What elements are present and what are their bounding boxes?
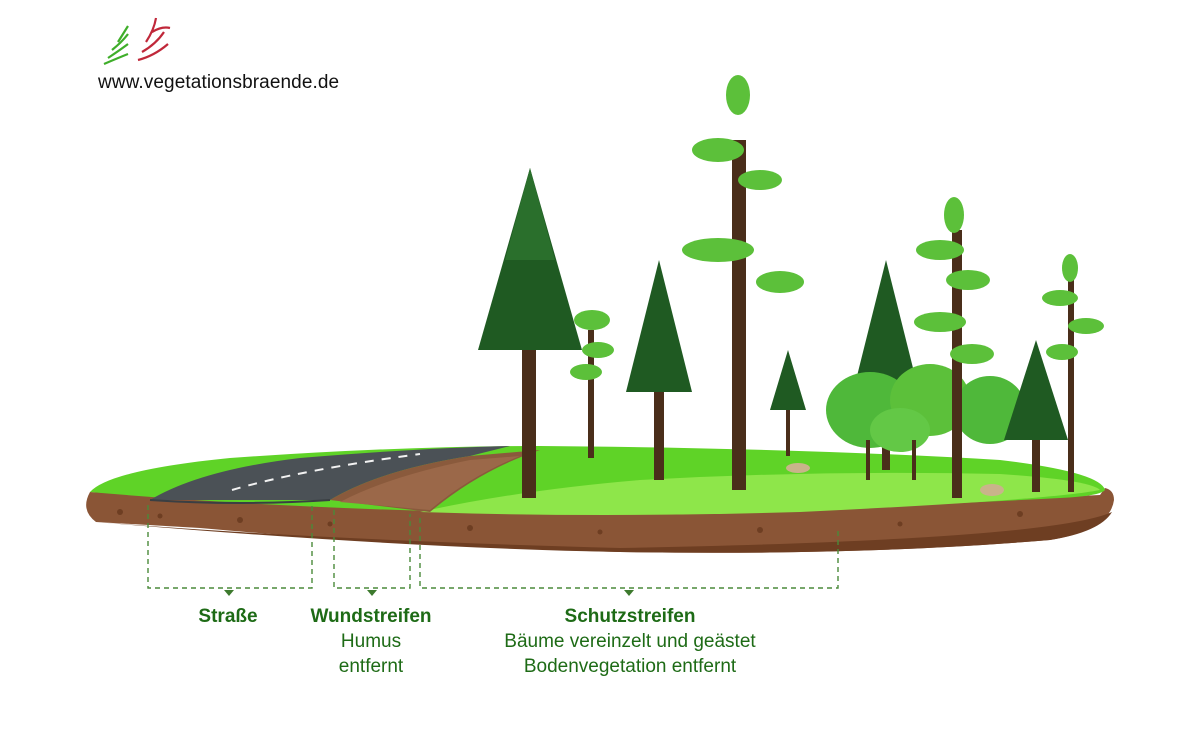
zone-brackets	[147, 505, 839, 589]
bracket-protect	[419, 518, 839, 589]
zone-label-protection-strip: Schutzstreifen Bäume vereinzelt und geäs…	[470, 604, 790, 679]
road-surface	[150, 446, 510, 500]
spruce-tree	[626, 260, 692, 480]
wound-strip-shade	[340, 456, 520, 510]
bracket-road	[147, 505, 313, 589]
zone-desc-line: Humus	[340, 631, 402, 652]
forest-trees	[478, 75, 1104, 498]
spruce-tree	[478, 168, 582, 498]
site-url[interactable]: www.vegetationsbraende.de	[98, 72, 340, 93]
road-center-line	[231, 453, 421, 491]
rock	[786, 463, 810, 473]
spruce-tree-small	[770, 350, 806, 456]
pine-tree-tall	[682, 75, 804, 490]
pine-tree	[1042, 254, 1104, 492]
leafy-trees	[826, 364, 1026, 480]
zone-label-wound-strip: Wundstreifen Humus entfernt	[296, 604, 446, 679]
zone-desc-line: Bäume vereinzelt und geästet	[504, 631, 756, 652]
zone-title-wound-strip: Wundstreifen	[310, 606, 432, 627]
zone-desc-line: entfernt	[338, 656, 404, 677]
zone-title-road: Straße	[198, 606, 258, 627]
soil-shadow	[96, 512, 1112, 553]
zone-label-road: Straße	[148, 604, 308, 629]
bracket-wound	[333, 510, 411, 589]
zone-title-protection-strip: Schutzstreifen	[564, 606, 696, 627]
zone-desc-line: Bodenvegetation entfernt	[523, 656, 737, 677]
bracket-arrows	[224, 590, 634, 596]
pine-tree-small	[570, 310, 614, 458]
rock	[980, 484, 1004, 496]
road-edge	[149, 499, 331, 504]
grass-highlight	[420, 472, 1100, 515]
tree-and-flame-logo-icon	[98, 14, 178, 74]
spruce-tree	[1004, 340, 1068, 492]
pine-tree	[914, 197, 994, 498]
